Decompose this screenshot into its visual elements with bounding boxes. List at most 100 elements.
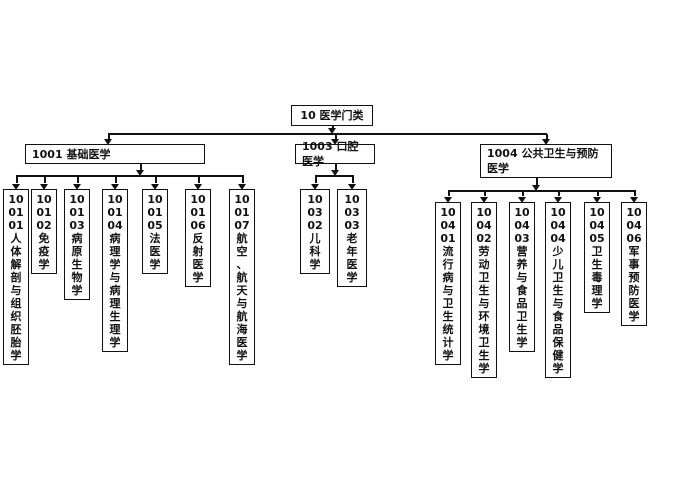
connector-hline — [315, 175, 353, 177]
discipline-text-line: 生 — [478, 284, 490, 297]
discipline-text-line: 04 — [550, 232, 566, 245]
discipline-text-line: 03 — [344, 206, 360, 219]
discipline-text-line: 01 — [234, 206, 250, 219]
discipline-text-line: 与 — [552, 297, 564, 310]
discipline-text-line: 理 — [109, 323, 121, 336]
down-arrowhead — [331, 139, 339, 145]
discipline-text-line: 10 — [8, 193, 24, 206]
down-arrowhead — [151, 184, 159, 190]
down-arrowhead — [630, 197, 638, 203]
root-node-medical-category: 10 医学门类 — [291, 105, 373, 126]
discipline-text-line: 儿 — [309, 232, 321, 245]
discipline-text-line: 10 — [550, 206, 566, 219]
discipline-text-line: 学 — [149, 258, 161, 271]
discipline-text-line: 10 — [234, 193, 250, 206]
discipline-text-line: 物 — [71, 271, 83, 284]
connector-vline — [484, 190, 486, 196]
discipline-text-line: 剖 — [10, 271, 22, 284]
discipline-text-line: 养 — [516, 258, 528, 271]
discipline-text-line: 理 — [109, 297, 121, 310]
discipline-text-line: 04 — [514, 219, 530, 232]
discipline-text-line: 食 — [516, 284, 528, 297]
discipline-text-line: 反 — [192, 232, 204, 245]
discipline-text-line: 10 — [147, 193, 163, 206]
discipline-text-line: 04 — [589, 219, 605, 232]
connector-vline — [536, 178, 538, 185]
connector-vline — [242, 175, 244, 183]
discipline-text-line: 01 — [69, 206, 85, 219]
discipline-text-line: 生 — [552, 284, 564, 297]
discipline-text-line: 10 — [344, 193, 360, 206]
discipline-text-line: 劳 — [478, 245, 490, 258]
discipline-text-line: 流 — [442, 245, 454, 258]
discipline-text-line: 01 — [440, 232, 456, 245]
discipline-text-line: 天 — [236, 284, 248, 297]
discipline-text-line: 境 — [478, 323, 490, 336]
discipline-text-line: 医 — [236, 336, 248, 349]
discipline-text-line: 营 — [516, 245, 528, 258]
discipline-text-line: 军 — [628, 245, 640, 258]
discipline-text-line: 03 — [344, 219, 360, 232]
connector-vline — [77, 175, 79, 183]
connector-hline — [448, 190, 635, 192]
discipline-text-line: 10 — [190, 193, 206, 206]
discipline-text-line: 04 — [476, 219, 492, 232]
discipline-text-line: 动 — [478, 258, 490, 271]
discipline-text-line: 理 — [591, 284, 603, 297]
discipline-text-line: 04 — [440, 219, 456, 232]
down-arrowhead — [480, 197, 488, 203]
discipline-text-line: 01 — [36, 206, 52, 219]
discipline-text-line: 02 — [36, 219, 52, 232]
connector-vline — [115, 175, 117, 183]
discipline-text-line: 学 — [309, 258, 321, 271]
connector-vline — [352, 175, 354, 183]
discipline-text-line: 04 — [107, 219, 123, 232]
discipline-text-line: 行 — [442, 258, 454, 271]
discipline-text-line: 与 — [478, 297, 490, 310]
discipline-text-line: 10 — [307, 193, 323, 206]
down-arrowhead — [554, 197, 562, 203]
connector-vline — [108, 134, 110, 139]
discipline-text-line: 医 — [149, 245, 161, 258]
discipline-text-line: 03 — [69, 219, 85, 232]
discipline-text-line: 老 — [346, 232, 358, 245]
connector-vline — [16, 175, 18, 183]
discipline-text-line: 学 — [38, 258, 50, 271]
down-arrowhead — [348, 184, 356, 190]
discipline-text-line: 02 — [307, 219, 323, 232]
connector-vline — [597, 190, 599, 196]
discipline-text-line: 医 — [628, 297, 640, 310]
discipline-text-line: 10 — [36, 193, 52, 206]
discipline-text-line: 卫 — [478, 271, 490, 284]
discipline-text-line: 卫 — [552, 271, 564, 284]
group-node-1004-public-health: 1004 公共卫生与预防医学 — [480, 144, 612, 178]
down-arrowhead — [328, 128, 336, 134]
connector-vline — [558, 190, 560, 196]
discipline-text-line: 07 — [234, 219, 250, 232]
discipline-text-line: 卫 — [442, 297, 454, 310]
discipline-text-line: 10 — [69, 193, 85, 206]
discipline-text-line: 03 — [514, 232, 530, 245]
discipline-text-line: 预 — [628, 271, 640, 284]
discipline-text-line: 免 — [38, 232, 50, 245]
down-arrowhead — [331, 170, 339, 176]
down-arrowhead — [194, 184, 202, 190]
discipline-text-line: 学 — [628, 310, 640, 323]
discipline-text-line: 航 — [236, 271, 248, 284]
down-arrowhead — [238, 184, 246, 190]
discipline-text-line: 10 — [440, 206, 456, 219]
discipline-text-line: 03 — [307, 206, 323, 219]
discipline-text-line: 航 — [236, 310, 248, 323]
discipline-text-line: 病 — [442, 271, 454, 284]
discipline-text-line: 人 — [10, 232, 22, 245]
discipline-text-line: 生 — [516, 323, 528, 336]
discipline-text-line: 原 — [71, 245, 83, 258]
